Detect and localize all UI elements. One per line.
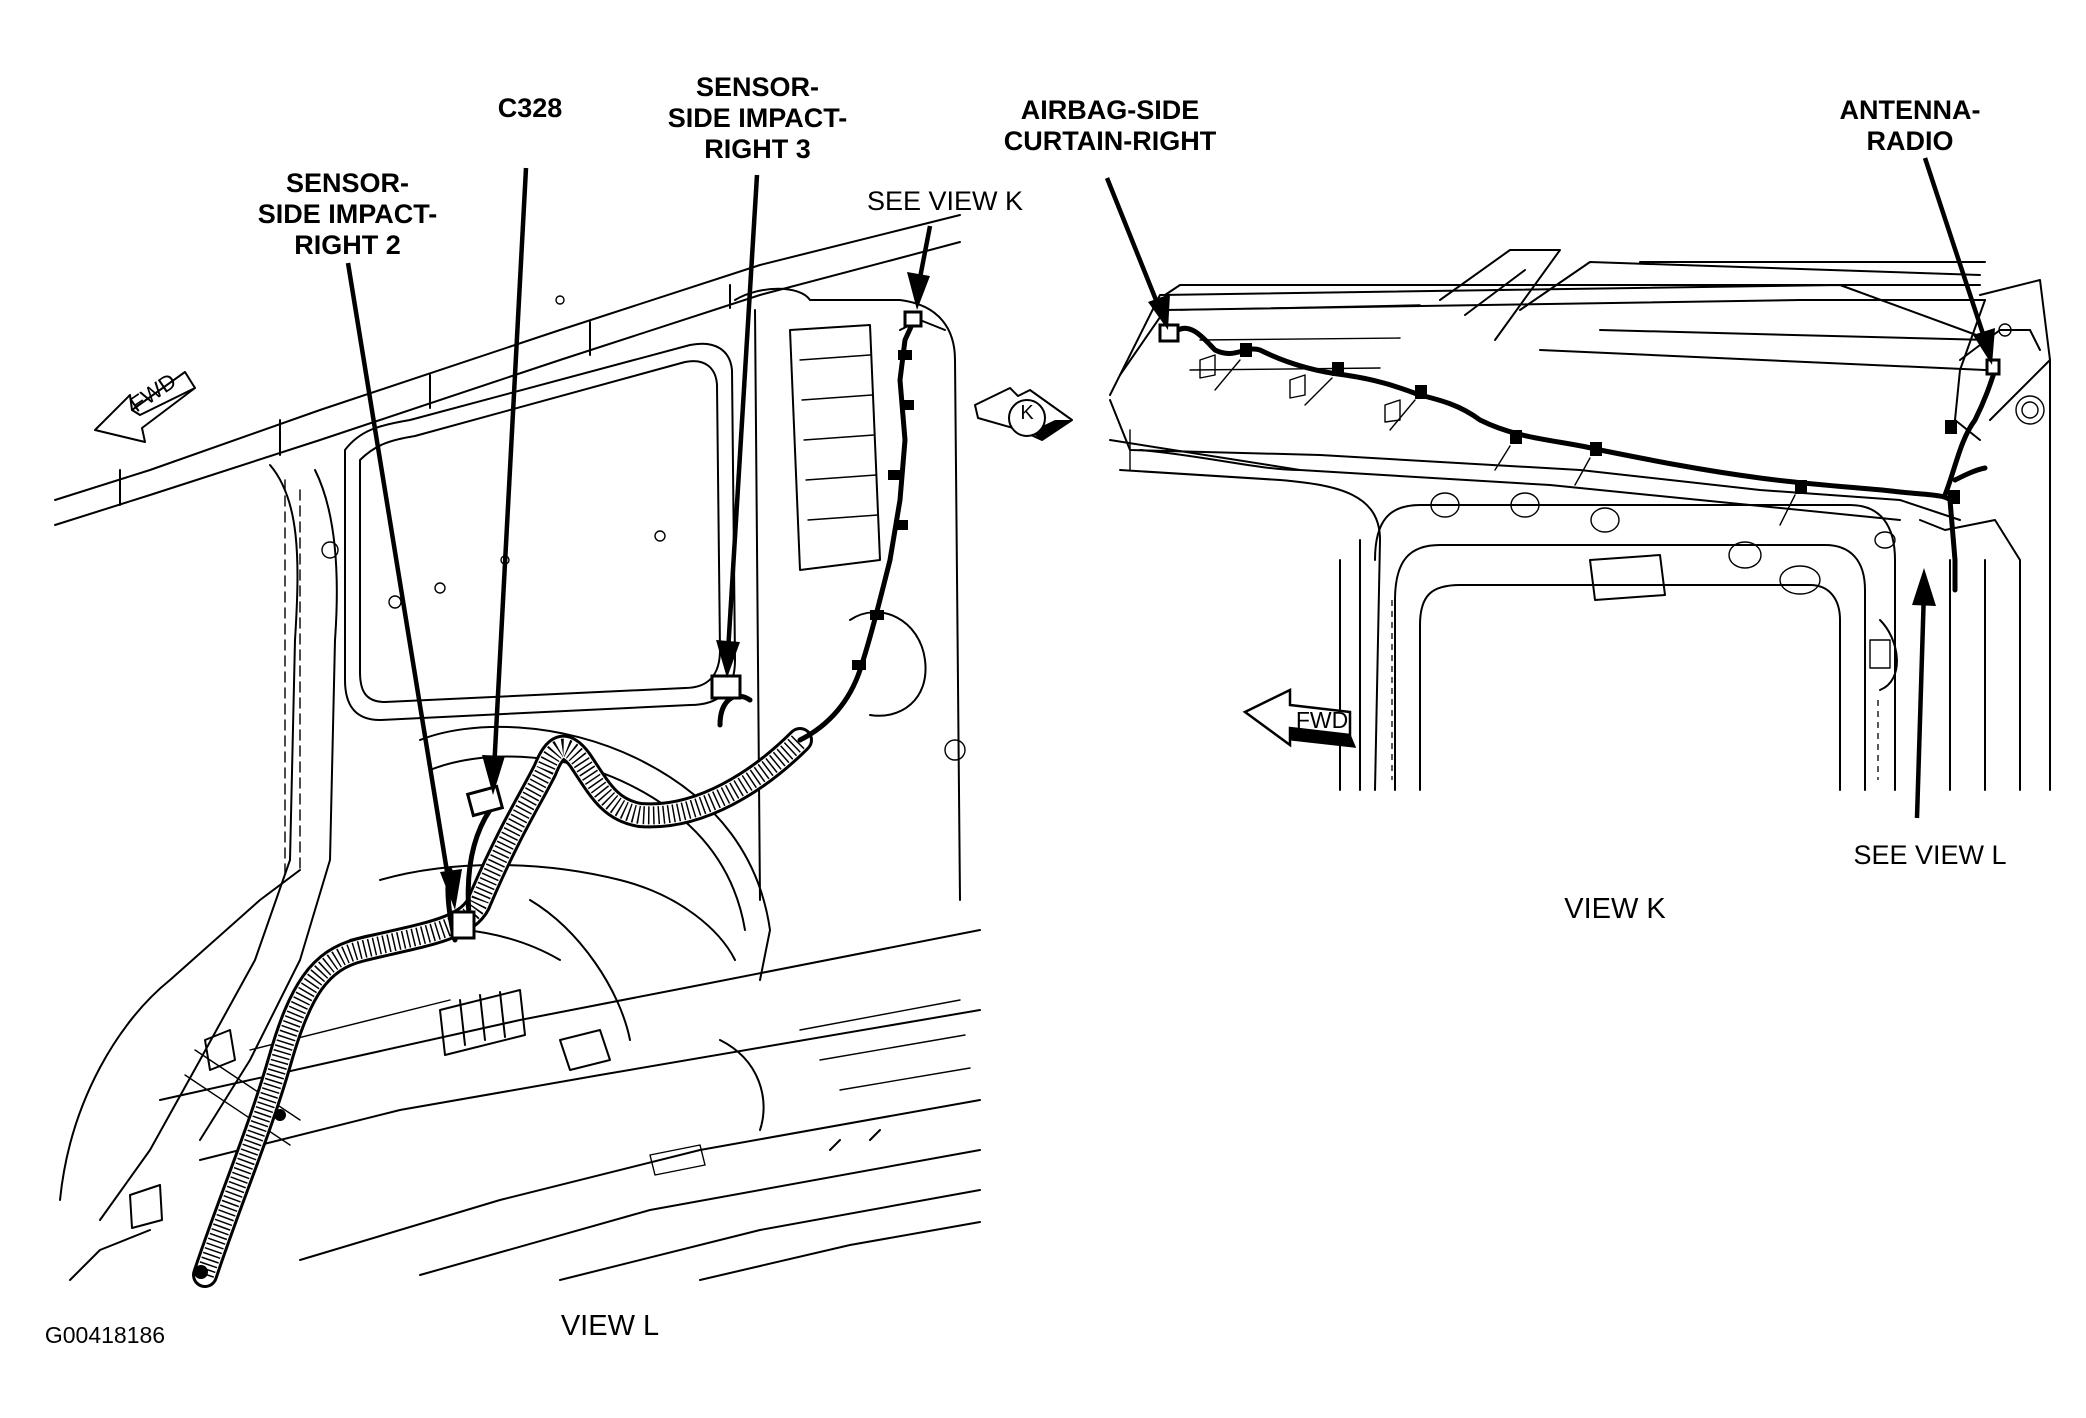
label-antenna-radio: ANTENNA- RADIO [1839,95,1981,157]
sensor-right-2-connector [450,910,476,940]
view-k-fwd-label: FWD [1295,707,1349,733]
sensor-right-3-connector [710,674,742,700]
c328-connector [465,784,505,818]
view-l-harness [192,310,923,1288]
label-c328: C328 [497,93,563,123]
view-k-callout-marker [974,387,1073,441]
figure-id: G00418186 [44,1322,166,1348]
view-k-callout-letter: K [1020,402,1034,424]
label-see-view-l: SEE VIEW L [1853,840,2007,870]
view-k-fwd-arrow [1242,687,1357,748]
caption-view-k: VIEW K [1564,893,1666,925]
caption-view-l: VIEW L [560,1310,660,1342]
harness-end-connector [903,310,923,328]
label-sensor-side-impact-right-2: SENSOR- SIDE IMPACT- RIGHT 2 [257,168,438,261]
antenna-connector [1985,358,2001,376]
label-airbag-side-curtain-right: AIRBAG-SIDE CURTAIN-RIGHT [1003,95,1217,157]
label-sensor-side-impact-right-3: SENSOR- SIDE IMPACT- RIGHT 3 [667,72,848,165]
view-k-body-structure [1109,249,2051,791]
view-l-leaders [345,167,933,910]
view-k-harness [1158,323,2001,593]
view-k-leaders [1104,157,1995,819]
label-see-view-k: SEE VIEW K [866,186,1024,216]
airbag-curtain-connector [1158,323,1180,343]
view-l-fwd-arrow [94,371,196,443]
